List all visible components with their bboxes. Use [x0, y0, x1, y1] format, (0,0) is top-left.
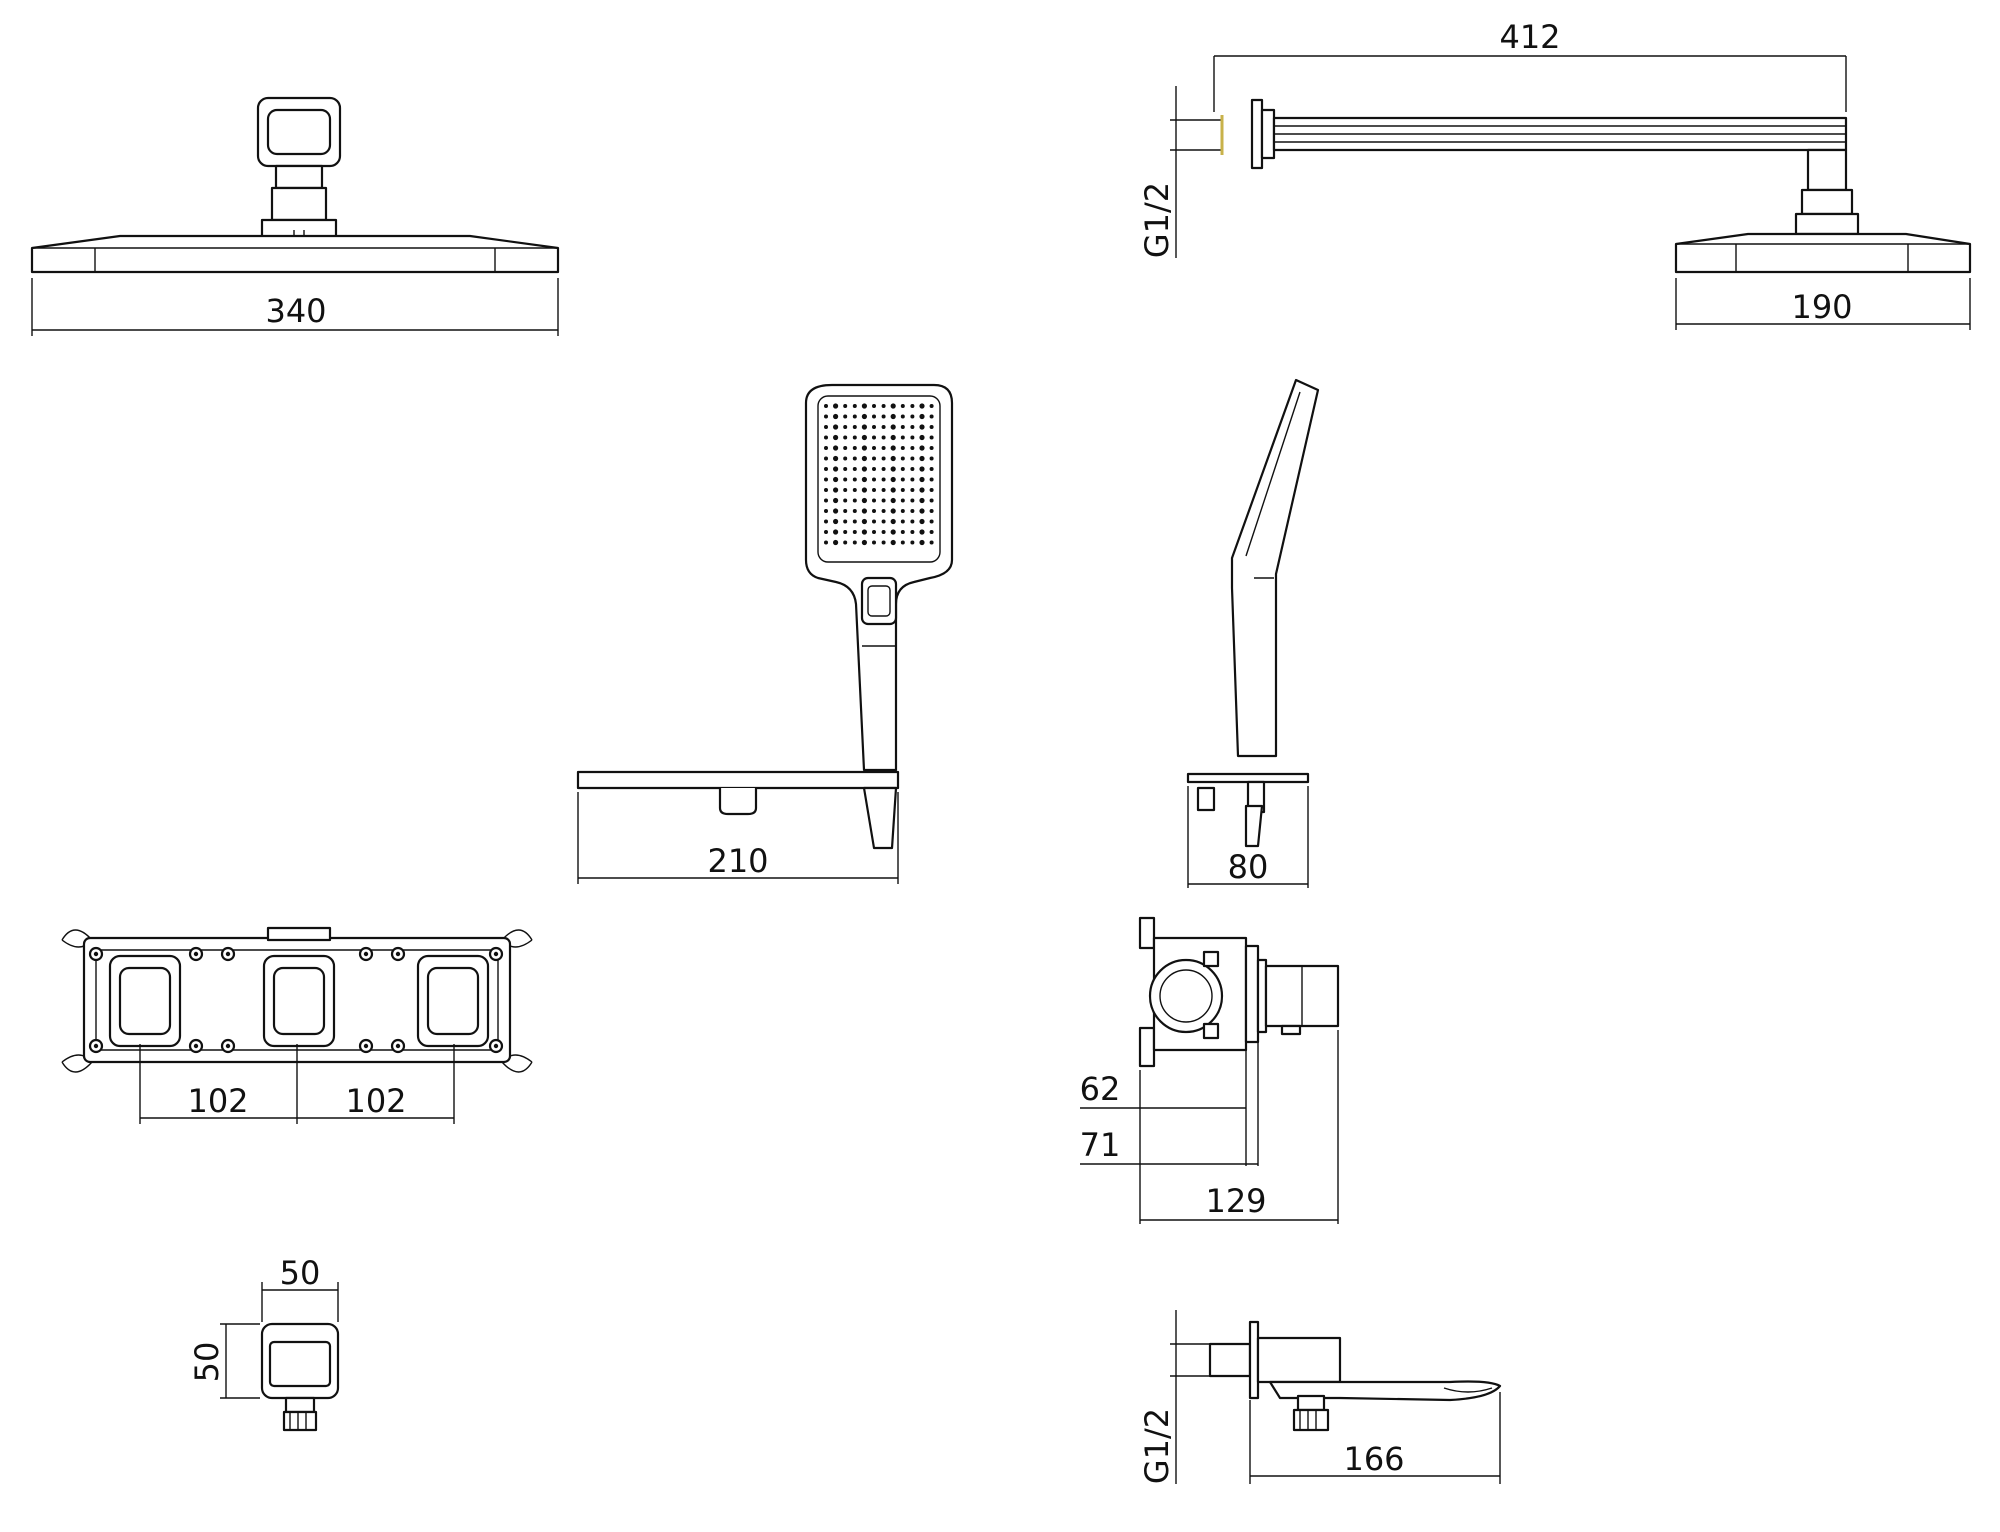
shower-arm-side-view: 412 G1/2 190 — [1138, 18, 1972, 330]
wall-outlet-front-view: 50 50 — [188, 1254, 340, 1432]
thread-top-label: G1/2 — [1138, 182, 1176, 258]
hand-shower-side-view: 80 — [1186, 378, 1320, 888]
dim-412-label: 412 — [1499, 18, 1560, 56]
dim-62-label: 62 — [1080, 1070, 1121, 1108]
rain-head-front-view: 340 — [30, 96, 560, 336]
dim-102-right-label: 102 — [345, 1082, 406, 1120]
dim-102-left-label: 102 — [187, 1082, 248, 1120]
dim-166-label: 166 — [1343, 1440, 1404, 1478]
thread-bottom-label: G1/2 — [1138, 1408, 1176, 1484]
outlet-height-label: 50 — [188, 1342, 226, 1383]
mounting-screws — [88, 946, 504, 1054]
spray-nozzles — [824, 403, 934, 546]
dim-129-label: 129 — [1205, 1182, 1266, 1220]
outlet-width-label: 50 — [280, 1254, 321, 1292]
valve-box-side-view: 62 71 129 — [1080, 916, 1340, 1224]
valve-box-front-view: 102 102 — [61, 926, 533, 1124]
hand-shower-front-view: 210 — [576, 383, 954, 884]
dim-71-label: 71 — [1080, 1126, 1121, 1164]
bath-spout-side-view: G1/2 166 — [1138, 1310, 1502, 1484]
dim-340-label: 340 — [265, 292, 326, 330]
dim-80-label: 80 — [1228, 848, 1269, 886]
dim-190-label: 190 — [1791, 288, 1852, 326]
dim-210-label: 210 — [707, 842, 768, 880]
